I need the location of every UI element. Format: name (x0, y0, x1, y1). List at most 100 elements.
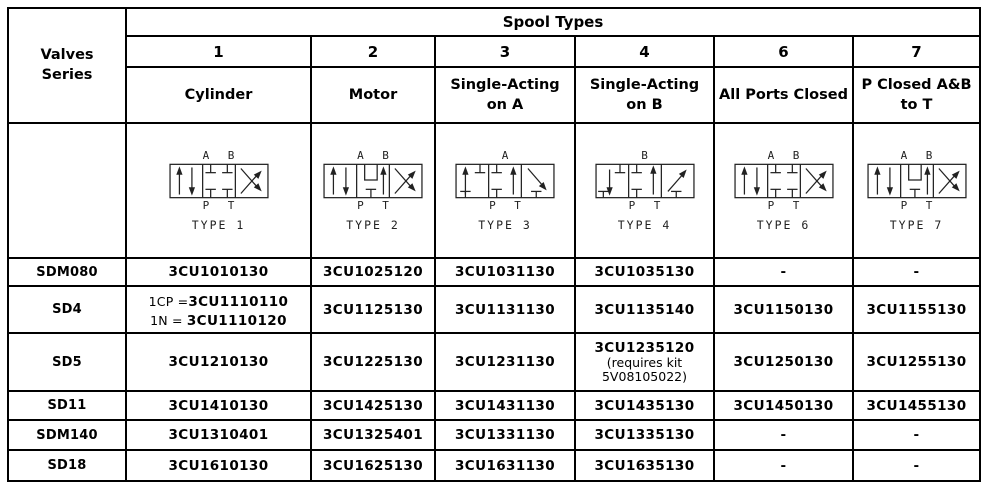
port-label-bottom: P T (900, 198, 939, 212)
part-code-cell: - (713, 257, 854, 287)
col-number-7: 7 (852, 35, 981, 68)
port-label-top: A B (900, 148, 939, 162)
port-label-bottom: P T (489, 198, 527, 212)
row-label-sd18: SD18 (7, 449, 127, 482)
valve-diagram-type4: B P T TYPE 4 (578, 150, 711, 232)
col-number-4: 4 (574, 35, 715, 68)
part-code-cell: 3CU1135140 (574, 285, 715, 334)
valve-diagram-type1: A B P T TYPE 1 (129, 150, 308, 232)
valve-caption: TYPE 6 (756, 217, 811, 232)
valve-symbol-type1-icon (168, 163, 269, 199)
part-code-cell: 3CU1150130 (713, 285, 854, 334)
valve-diagram-type3: A P T TYPE 3 (438, 150, 572, 232)
part-code-cell: 3CU1125130 (310, 285, 436, 334)
port-label-bottom: P T (357, 198, 395, 212)
part-code-cell-sd4-cylinder: 1CP =3CU1110110 1N = 3CU1110120 (125, 285, 312, 334)
row-label-sd5: SD5 (7, 332, 127, 392)
part-code-cell: 3CU1210130 (125, 332, 312, 392)
part-code-cell: 3CU1625130 (310, 449, 436, 482)
valve-caption: TYPE 4 (617, 217, 672, 232)
port-label-top: B (641, 148, 654, 162)
valve-caption: TYPE 3 (478, 217, 532, 232)
col-number-3: 3 (434, 35, 576, 68)
part-code-cell: 3CU1635130 (574, 449, 715, 482)
col-name-single-acting-b: Single-Acting on B (574, 66, 715, 124)
diagram-cell-type2: A B P T TYPE 2 (310, 122, 436, 259)
diagram-cell-type4: B P T TYPE 4 (574, 122, 715, 259)
row-label-sdm140: SDM140 (7, 419, 127, 451)
part-code-cell: 3CU1310401 (125, 419, 312, 451)
table-row-sdm080: SDM080 3CU1010130 3CU1025120 3CU1031130 … (7, 257, 981, 287)
part-code-cell: 3CU1131130 (434, 285, 576, 334)
valve-diagram-type7: A B P T TYPE 7 (856, 150, 977, 232)
diagram-cell-type6: A B P T TYPE 6 (713, 122, 854, 259)
port-label-top: A B (357, 148, 395, 162)
table-row-sdm140: SDM140 3CU1310401 3CU1325401 3CU1331130 … (7, 419, 981, 451)
code-prefix: 1CP = (148, 293, 189, 309)
part-code-cell: 3CU1431130 (434, 390, 576, 421)
part-code: 3CU1110120 (186, 312, 287, 329)
part-code-cell: 3CU1631130 (434, 449, 576, 482)
part-code: 3CU1110110 (188, 293, 289, 310)
table-row-sd5: SD5 3CU1210130 3CU1225130 3CU1231130 3CU… (7, 332, 981, 392)
valves-series-line1: Valves (40, 46, 94, 63)
col-name-p-closed: P Closed A&B to T (852, 66, 981, 124)
valve-symbol-type3-icon (455, 163, 555, 199)
part-code-cell: 3CU1250130 (713, 332, 854, 392)
part-code-cell: 3CU1155130 (852, 285, 981, 334)
valve-symbol-type2-icon (323, 163, 423, 199)
row-label-sd4: SD4 (7, 285, 127, 334)
table-row-sd4: SD4 1CP =3CU1110110 1N = 3CU1110120 3CU1… (7, 285, 981, 334)
code-prefix: 1N = (150, 312, 187, 328)
col-name-cylinder: Cylinder (125, 66, 312, 124)
part-code-cell: - (713, 419, 854, 451)
port-label-top: A (501, 148, 515, 162)
valve-caption: TYPE 7 (889, 217, 944, 232)
diagram-cell-type7: A B P T TYPE 7 (852, 122, 981, 259)
part-code-cell: 3CU1031130 (434, 257, 576, 287)
valve-caption: TYPE 2 (346, 217, 400, 232)
part-code-cell: - (852, 257, 981, 287)
part-code-cell: 3CU1325401 (310, 419, 436, 451)
port-label-bottom: P T (767, 198, 806, 212)
part-code-cell: - (852, 419, 981, 451)
part-code-cell: 3CU1450130 (713, 390, 854, 421)
part-code-cell: 3CU1331130 (434, 419, 576, 451)
col-name-all-ports-closed: All Ports Closed (713, 66, 854, 124)
part-code-cell: 3CU1435130 (574, 390, 715, 421)
diagram-row-empty-cell (7, 122, 127, 259)
part-code: 3CU1235120 (594, 339, 695, 356)
part-code-cell: 3CU1425130 (310, 390, 436, 421)
port-label-bottom: P T (202, 198, 241, 212)
valve-diagram-type6: A B P T TYPE 6 (717, 150, 850, 232)
col-name-single-acting-a: Single-Acting on A (434, 66, 576, 124)
port-label-bottom: P T (628, 198, 667, 212)
part-code-cell: 3CU1010130 (125, 257, 312, 287)
part-code-cell: 3CU1025120 (310, 257, 436, 287)
part-code-cell-sd5-single-acting-b: 3CU1235120 (requires kit 5V08105022) (574, 332, 715, 392)
port-label-top: A B (202, 148, 241, 162)
col-number-6: 6 (713, 35, 854, 68)
part-code-cell: 3CU1035130 (574, 257, 715, 287)
col-number-1: 1 (125, 35, 312, 68)
diagram-cell-type3: A P T TYPE 3 (434, 122, 576, 259)
valve-symbol-type4-icon (594, 163, 695, 199)
port-label-top: A B (767, 148, 806, 162)
row-label-sd11: SD11 (7, 390, 127, 421)
part-code-cell: 3CU1231130 (434, 332, 576, 392)
valve-caption: TYPE 1 (191, 217, 246, 232)
table-row-sd18: SD18 3CU1610130 3CU1625130 3CU1631130 3C… (7, 449, 981, 482)
part-code-cell: 3CU1225130 (310, 332, 436, 392)
requires-kit-note-line2: 5V08105022) (601, 369, 687, 384)
spool-types-title: Spool Types (125, 7, 981, 37)
part-code-cell: 3CU1410130 (125, 390, 312, 421)
valve-symbol-type6-icon (733, 163, 834, 199)
part-code-cell: 3CU1455130 (852, 390, 981, 421)
spool-types-table: Valves Series Spool Types 1 2 3 4 6 7 Cy… (7, 7, 981, 482)
part-code-cell: - (852, 449, 981, 482)
valve-symbol-type7-icon (866, 163, 967, 199)
requires-kit-note-line1: (requires kit (606, 354, 683, 370)
diagram-cell-type1: A B P T TYPE 1 (125, 122, 312, 259)
valves-series-header: Valves Series (7, 7, 127, 124)
col-name-motor: Motor (310, 66, 436, 124)
